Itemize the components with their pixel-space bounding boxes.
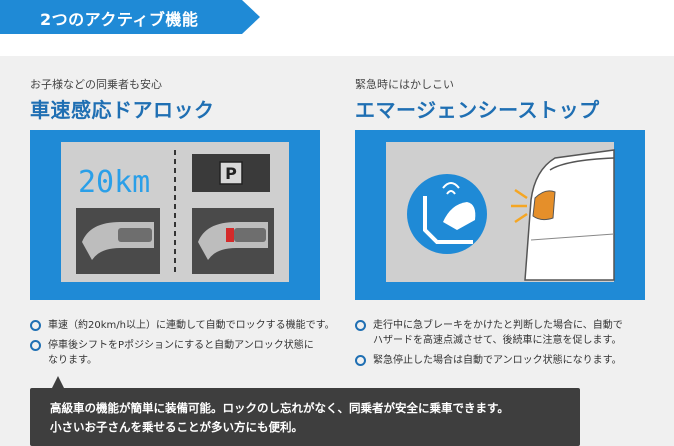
speed-display: 20km <box>78 165 150 200</box>
summary-line-2: 小さいお子さんを乗せることが多い方にも便利。 <box>50 420 303 434</box>
park-gear-icon: P <box>225 164 237 183</box>
feature-subtitle: 緊急時にはかしこい <box>355 78 454 91</box>
door-lock-svg: 20km P <box>61 142 289 282</box>
list-item: 緊急停止した場合は自動でアンロック状態になります。 <box>355 353 663 368</box>
bullet-circle-icon <box>355 320 366 331</box>
summary-callout: 高級車の機能が簡単に装備可能。ロックのし忘れがなく、同乗者が安全に乗車できます。… <box>30 388 580 446</box>
list-item: 車速（約20km/h以上）に連動して自動でロックする機能です。 <box>30 318 338 333</box>
feature-bullets: 走行中に急ブレーキをかけたと判断した場合に、自動で ハザードを高速点滅させて、後… <box>355 318 663 373</box>
section-header-title: 2つのアクティブ機能 <box>40 10 199 29</box>
bullet-circle-icon <box>30 340 41 351</box>
brake-pedal-icon <box>407 174 487 254</box>
emergency-stop-illustration <box>355 130 645 300</box>
callout-pointer <box>52 376 64 388</box>
bullet-circle-icon <box>355 355 366 366</box>
feature-title: エマージェンシーストップ <box>355 98 600 122</box>
bullet-circle-icon <box>30 320 41 331</box>
list-item: 走行中に急ブレーキをかけたと判断した場合に、自動で ハザードを高速点滅させて、後… <box>355 318 663 348</box>
feature-bullets: 車速（約20km/h以上）に連動して自動でロックする機能です。 停車後シフトをP… <box>30 318 338 373</box>
list-item: 停車後シフトをPポジションにすると自動アンロック状態に なります。 <box>30 338 338 368</box>
feature-subtitle: お子様などの同乗者も安心 <box>30 78 162 91</box>
summary-line-1: 高級車の機能が簡単に装備可能。ロックのし忘れがなく、同乗者が安全に乗車できます。 <box>50 401 509 415</box>
feature-title: 車速感応ドアロック <box>30 98 215 122</box>
hazard-flash-icon <box>511 188 528 224</box>
section-header-tab <box>0 0 260 34</box>
emergency-stop-svg <box>386 142 615 282</box>
door-lock-illustration: 20km P <box>30 130 320 300</box>
